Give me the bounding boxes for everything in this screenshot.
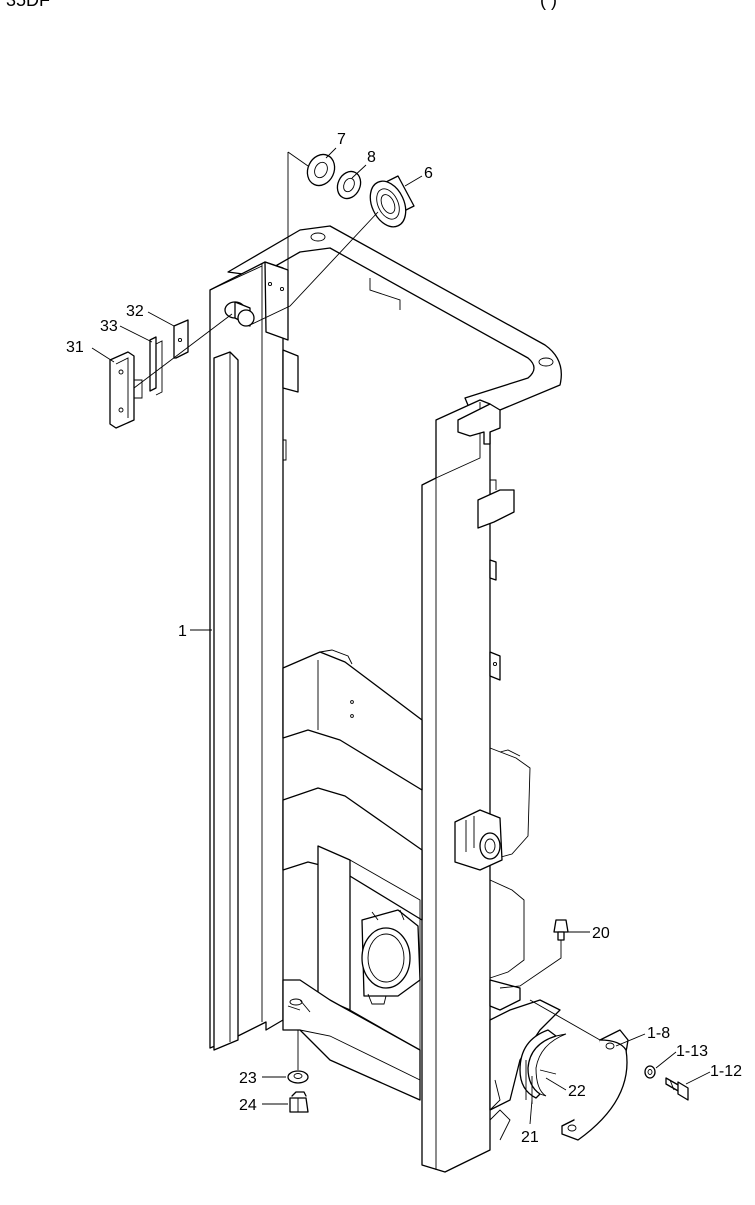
callout-32: 32 — [126, 303, 144, 320]
right-lug-1 — [489, 559, 497, 581]
callout-33: 33 — [100, 318, 118, 335]
callout-1: 1 — [178, 623, 187, 640]
leader-lines — [91, 147, 711, 1125]
model-code: 35DF — [6, 0, 50, 10]
explode-line-roller — [247, 211, 379, 327]
middle-tie-bar-lower — [282, 787, 423, 921]
part-20-grease-fitting — [499, 919, 569, 989]
part-1-12-bolt — [665, 1077, 689, 1101]
part-32-plate — [173, 319, 189, 359]
top-crossmember-step — [369, 278, 401, 310]
mast-outer-frame — [209, 225, 562, 1173]
part-1-8-bearing-cap — [529, 999, 629, 1141]
top-hole-right — [538, 357, 554, 367]
part-7-washer — [306, 153, 336, 187]
callout-8: 8 — [367, 149, 376, 166]
tie-bar-lower-right — [489, 879, 525, 979]
callout-23: 23 — [239, 1070, 257, 1087]
explode-line-top — [287, 151, 309, 167]
right-bracket-upper — [477, 489, 515, 529]
roller-stub — [224, 301, 255, 327]
top-hole-left — [310, 232, 326, 242]
middle-tie-bar-upper — [282, 651, 423, 791]
callout-24: 24 — [239, 1097, 257, 1114]
left-top-plate — [264, 261, 289, 341]
callout-1-13: 1-13 — [676, 1043, 708, 1060]
callout-7: 7 — [337, 131, 346, 148]
left-stop-upper — [282, 349, 299, 393]
callout-21: 21 — [521, 1129, 539, 1146]
part-33-shim — [149, 336, 163, 396]
lower-cross-plate — [317, 845, 351, 1011]
part-1-13-washer — [644, 1065, 656, 1079]
callout-20: 20 — [592, 925, 610, 942]
tie-bar-upper-right — [489, 747, 531, 861]
part-23-washer — [287, 1070, 309, 1084]
part-22-key — [539, 1069, 557, 1075]
right-channel-cap — [457, 403, 501, 445]
top-crossmember — [227, 225, 562, 411]
part-6-bearing — [369, 175, 415, 228]
callout-6: 6 — [424, 165, 433, 182]
part-31-bracket — [109, 351, 143, 429]
tilt-bracket-boss — [454, 809, 503, 871]
explode-line-left — [133, 313, 233, 389]
part-8-washer — [336, 170, 362, 200]
callout-1-8: 1-8 — [647, 1025, 670, 1042]
part-21-bushing — [519, 1029, 567, 1104]
callout-1-12: 1-12 — [710, 1063, 742, 1080]
callout-31: 31 — [66, 339, 84, 356]
header-fragment: ( ) — [540, 0, 557, 10]
explode-line-cap — [529, 999, 601, 1041]
bearing-seat-right — [489, 979, 561, 1141]
callout-22: 22 — [568, 1083, 586, 1100]
part-24-nut — [289, 1091, 309, 1113]
left-channel-flange — [213, 351, 239, 1051]
